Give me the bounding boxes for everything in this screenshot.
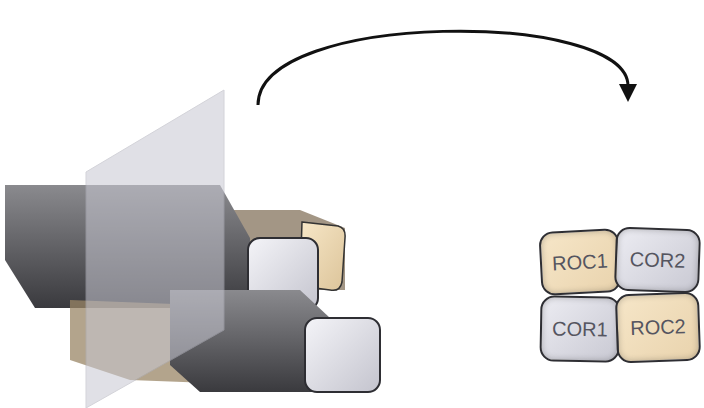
arrow-head [619, 84, 637, 102]
section-label: COR1 [552, 317, 608, 341]
section-label: COR2 [629, 248, 685, 273]
section-label: ROC1 [552, 249, 609, 275]
cutting-plane [86, 90, 224, 408]
curved-arrow [258, 31, 628, 105]
section-label: ROC2 [630, 315, 686, 340]
cross-section-square: ROC2 [615, 292, 701, 364]
cross-section-square: COR2 [614, 227, 701, 294]
cross-section-square: ROC1 [538, 228, 621, 296]
cross-section-square: COR1 [539, 295, 620, 362]
